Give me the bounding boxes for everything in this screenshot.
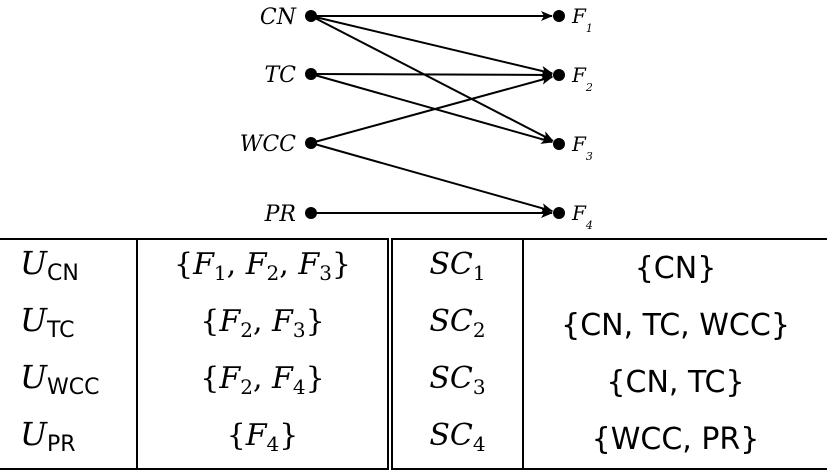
edge-tc-f2 <box>310 69 554 80</box>
source-label-pr: PR <box>264 202 296 227</box>
subset-members: {WCC, PR} <box>522 411 827 470</box>
table-row: UTC {F2, F3}SC2{CN, TC, WCC} <box>0 297 827 354</box>
utility-set: {F2, F4} <box>136 354 390 411</box>
source-node-tc <box>305 68 317 80</box>
target-label-f2: F2 <box>571 63 593 94</box>
subset-symbol: SC1 <box>387 238 523 297</box>
utility-set: {F1, F2, F3} <box>136 238 390 297</box>
target-label-f3: F3 <box>571 132 593 163</box>
target-node-f3 <box>553 138 565 150</box>
target-label-f4: F4 <box>571 201 593 232</box>
utility-symbol: UPR <box>0 411 137 470</box>
table-row: UCN{F1, F2, F3}SC1{CN} <box>0 238 827 297</box>
utility-set: {F4} <box>136 411 390 470</box>
edge-cn-f3 <box>310 15 554 142</box>
utility-symbol: UWCC <box>20 358 100 400</box>
source-node-pr <box>305 207 317 219</box>
edge-wcc-f4 <box>310 142 554 213</box>
subset-members: {CN} <box>522 238 827 297</box>
subset-symbol: SC4 <box>387 411 523 470</box>
source-label-wcc: WCC <box>240 132 296 157</box>
target-node-f2 <box>553 69 565 81</box>
target-node-f4 <box>553 207 565 219</box>
edge-cn-f2 <box>310 15 554 76</box>
table-row: UPR{F4}SC4{WCC, PR} <box>0 411 827 470</box>
source-label-cn: CN <box>260 5 297 30</box>
edge-tc-f3 <box>310 73 554 144</box>
subset-members: {CN, TC} <box>522 354 827 411</box>
source-node-cn <box>305 10 317 22</box>
source-node-wcc <box>305 137 317 149</box>
sets-table: UCN{F1, F2, F3}SC1{CN}UTC{F2, F3}SC2{CN,… <box>0 238 827 470</box>
table-row: UWCC {F2, F4}SC3{CN, TC} <box>0 354 827 411</box>
edge-wcc-f2 <box>310 74 554 144</box>
utility-set: {F2, F3} <box>136 297 390 354</box>
source-label-tc: TC <box>264 63 296 88</box>
subset-members: {CN, TC, WCC} <box>522 297 827 354</box>
subset-symbol: SC3 <box>387 354 523 411</box>
utility-symbol: UTC <box>20 301 75 343</box>
target-label-f1: F1 <box>571 4 593 35</box>
utility-symbol: UCN <box>0 238 137 297</box>
subset-symbol: SC2 <box>387 297 523 354</box>
target-node-f1 <box>553 10 565 22</box>
edges <box>310 11 554 218</box>
